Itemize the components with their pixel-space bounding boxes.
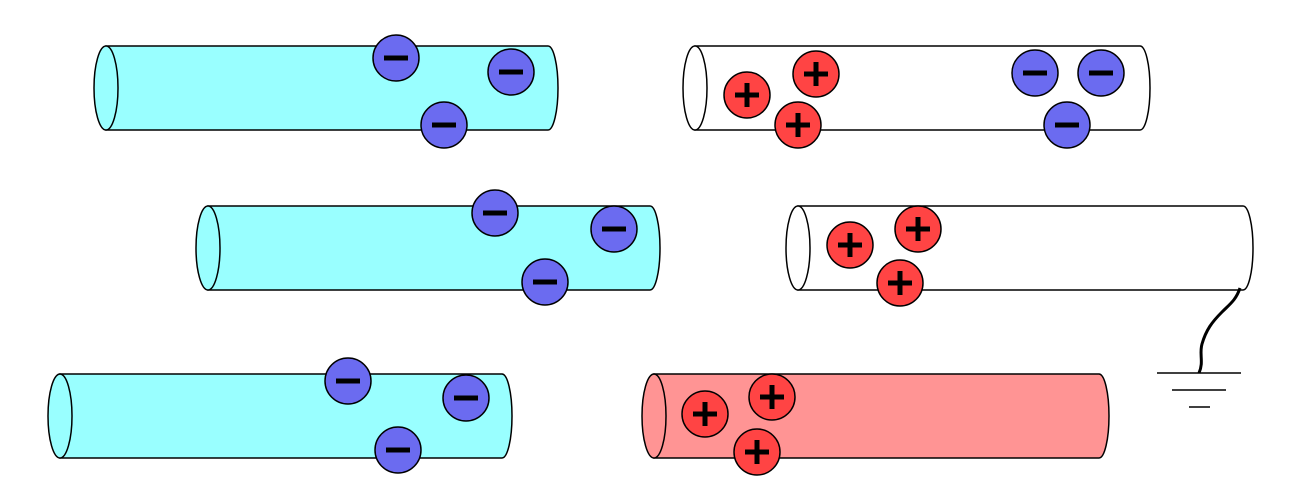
rod-end-cap (47, 373, 73, 459)
rod-row2-left (195, 189, 661, 306)
negative-charge (471, 189, 519, 237)
positive-charge (681, 390, 729, 438)
negative-charge (590, 205, 638, 253)
negative-charge (324, 357, 372, 405)
negative-charge (420, 101, 468, 149)
rod-row3-left (47, 357, 513, 474)
positive-charge (792, 50, 840, 98)
rod-end-cap (93, 45, 119, 131)
positive-charge (733, 428, 781, 476)
negative-charge (521, 258, 569, 306)
rod-row3-right (641, 373, 1110, 476)
row-3 (47, 357, 1110, 476)
positive-charge (748, 373, 796, 421)
rod-row1-left (93, 34, 559, 149)
negative-charge (1011, 49, 1059, 97)
negative-charge (1077, 49, 1125, 97)
rod-end-cap (195, 205, 221, 291)
rod-body (105, 45, 559, 131)
rod-end-cap (641, 373, 667, 459)
negative-charge (487, 48, 535, 96)
rod-end-cap (785, 205, 811, 291)
ground-icon (1157, 372, 1241, 408)
rod-row2-right (785, 205, 1254, 307)
rod-end-cap (682, 45, 708, 131)
rod-row1-right (682, 45, 1151, 149)
rod-body (59, 373, 513, 459)
rod-body (207, 205, 661, 291)
negative-charge (372, 34, 420, 82)
positive-charge (894, 205, 942, 253)
row-1 (93, 34, 1151, 149)
negative-charge (1043, 101, 1091, 149)
positive-charge (826, 221, 874, 269)
ground-wire (1197, 287, 1242, 374)
negative-charge (374, 426, 422, 474)
positive-charge (774, 101, 822, 149)
positive-charge (876, 259, 924, 307)
negative-charge (442, 374, 490, 422)
row-2 (195, 189, 1254, 408)
positive-charge (723, 71, 771, 119)
